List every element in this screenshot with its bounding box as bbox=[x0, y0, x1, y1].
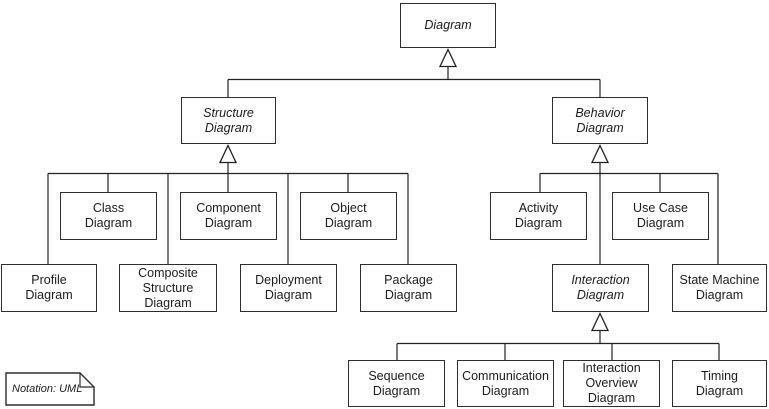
node-label: Activity Diagram bbox=[514, 201, 563, 230]
node-label: Sequence Diagram bbox=[368, 368, 425, 398]
node-behavior-diagram: Behavior Diagram bbox=[552, 97, 648, 144]
note-folded-corner-shape bbox=[5, 372, 95, 406]
node-label: Structure Diagram bbox=[203, 105, 254, 135]
node-deployment-diagram: Deployment Diagram bbox=[240, 264, 337, 312]
node-state-machine-diagram: State Machine Diagram bbox=[672, 264, 767, 312]
node-interaction-overview-diagram: Interaction Overview Diagram bbox=[563, 360, 660, 407]
notation-note: Notation: UML bbox=[5, 372, 95, 406]
node-label: Use Case Diagram bbox=[633, 201, 688, 230]
node-sequence-diagram: Sequence Diagram bbox=[348, 360, 445, 407]
node-label: Composite Structure Diagram bbox=[138, 265, 198, 310]
node-label: Timing Diagram bbox=[695, 368, 744, 398]
generalization-arrow-diagram bbox=[227, 47, 601, 97]
node-object-diagram: Object Diagram bbox=[300, 192, 397, 240]
node-profile-diagram: Profile Diagram bbox=[1, 264, 97, 312]
node-composite-structure-diagram: Composite Structure Diagram bbox=[119, 264, 217, 312]
node-activity-diagram: Activity Diagram bbox=[490, 192, 587, 240]
node-timing-diagram: Timing Diagram bbox=[672, 360, 767, 407]
node-label: Class Diagram bbox=[84, 201, 133, 230]
node-label: Profile Diagram bbox=[25, 273, 73, 302]
note-label: Notation: UML bbox=[12, 383, 83, 395]
node-component-diagram: Component Diagram bbox=[180, 192, 277, 240]
node-label: Component Diagram bbox=[196, 201, 261, 230]
node-label: Package Diagram bbox=[384, 273, 433, 302]
node-label: Interaction Diagram bbox=[571, 273, 630, 302]
node-label: Object Diagram bbox=[324, 201, 373, 230]
node-label: State Machine Diagram bbox=[679, 273, 760, 302]
node-label: Communication Diagram bbox=[462, 368, 549, 398]
node-use-case-diagram: Use Case Diagram bbox=[612, 192, 709, 240]
node-label: Behavior Diagram bbox=[575, 105, 625, 135]
generalization-arrow-interaction bbox=[396, 311, 720, 360]
node-structure-diagram: Structure Diagram bbox=[181, 97, 276, 144]
node-label: Interaction Overview Diagram bbox=[582, 361, 641, 405]
node-class-diagram: Class Diagram bbox=[60, 192, 157, 240]
generalization-arrow-behavior bbox=[539, 143, 719, 264]
node-label: Deployment Diagram bbox=[255, 273, 322, 302]
node-diagram: Diagram bbox=[400, 3, 496, 48]
node-interaction-diagram: Interaction Diagram bbox=[552, 264, 649, 312]
generalization-arrow-structure bbox=[47, 143, 409, 264]
node-label: Diagram bbox=[424, 18, 472, 32]
node-package-diagram: Package Diagram bbox=[360, 264, 457, 312]
node-communication-diagram: Communication Diagram bbox=[457, 360, 554, 407]
